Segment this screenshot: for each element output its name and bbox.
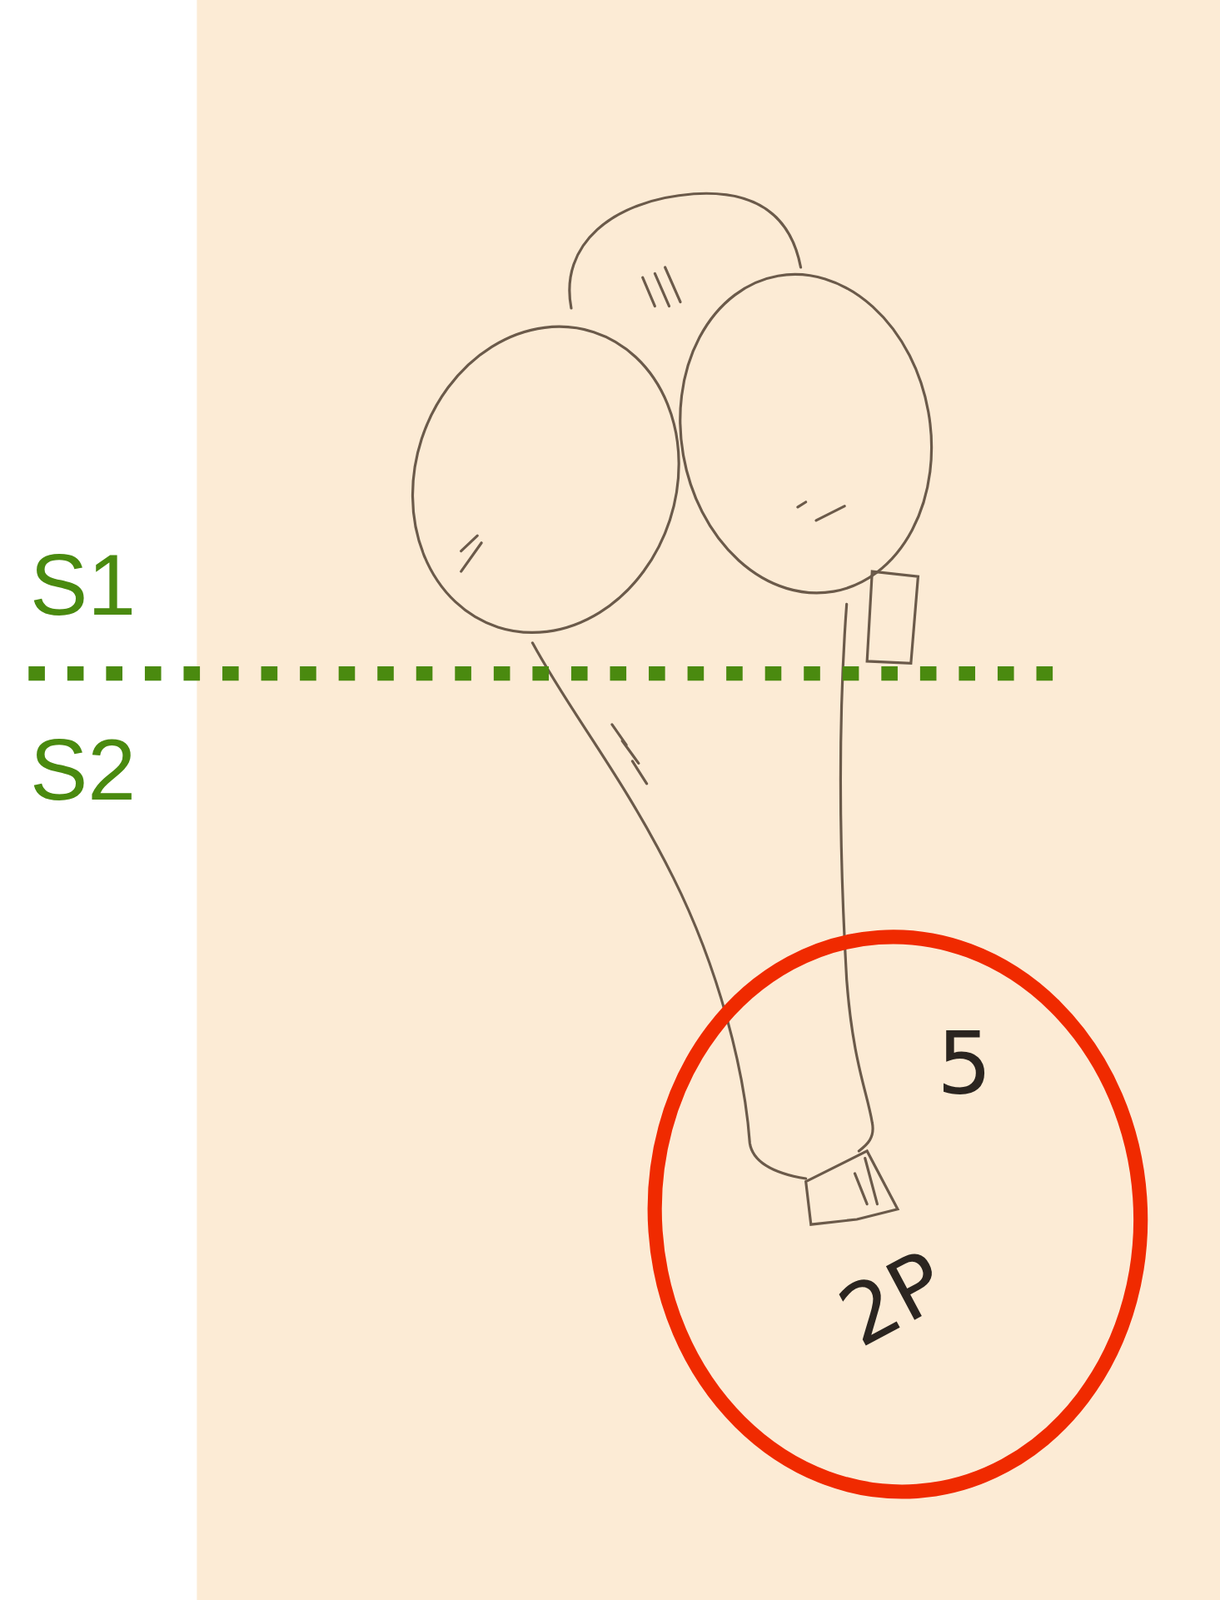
divider-line	[28, 666, 1071, 681]
region-label: S1	[29, 541, 136, 628]
handwritten-note: 5	[936, 1020, 992, 1107]
protein-sketch	[373, 193, 957, 1225]
highlight-circle	[636, 920, 1160, 1509]
paper-ground	[196, 0, 1220, 1600]
region-label: S2	[29, 726, 136, 813]
